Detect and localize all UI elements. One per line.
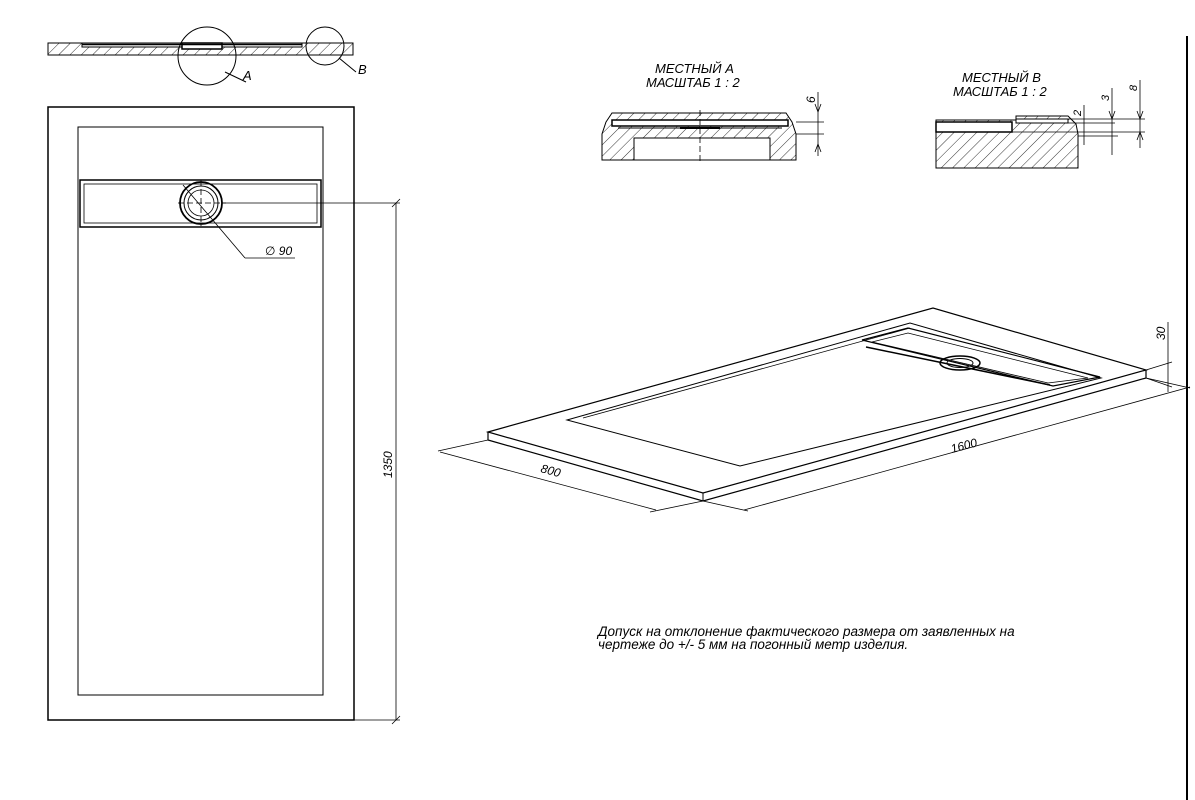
iso-width-dim-label: 800 [539, 461, 562, 480]
detail-b-view [935, 80, 1145, 169]
section-circle-a [177, 26, 237, 86]
drain-diameter-label: ∅ 90 [265, 244, 292, 258]
plan-view [47, 106, 401, 725]
detail-a-view [601, 92, 824, 163]
tolerance-note-line-1: Допуск на отклонение фактического размер… [598, 624, 1015, 639]
iso-thickness-dim-label: 30 [1154, 326, 1168, 340]
detail-a-title-2: МАСШТАБ 1 : 2 [646, 75, 740, 90]
tolerance-note: Допуск на отклонение фактического размер… [598, 624, 1118, 652]
top-section-view [47, 26, 357, 86]
iso-drain [939, 355, 981, 371]
detail-b-title-1: МЕСТНЫЙ В [962, 69, 1041, 85]
detail-b-dim-2: 2 [1072, 110, 1084, 117]
isometric-view [437, 307, 1191, 513]
detail-b-title-2: МАСШТАБ 1 : 2 [953, 84, 1047, 99]
detail-a-dim-6: 6 [804, 96, 818, 103]
section-label-a: А [242, 68, 252, 83]
detail-a-title-1: МЕСТНЫЙ А [655, 60, 734, 76]
detail-b-dim-3: 3 [1100, 94, 1112, 101]
tolerance-note-line-2: чертеже до +/- 5 мм на погонный метр изд… [598, 637, 909, 652]
frame-border [1186, 36, 1188, 800]
section-circle-b [305, 26, 345, 66]
section-label-b: В [358, 62, 367, 77]
height-dim-label: 1350 [381, 451, 395, 478]
iso-length-dim-label: 1600 [949, 435, 979, 456]
detail-b-dim-8: 8 [1128, 84, 1140, 91]
